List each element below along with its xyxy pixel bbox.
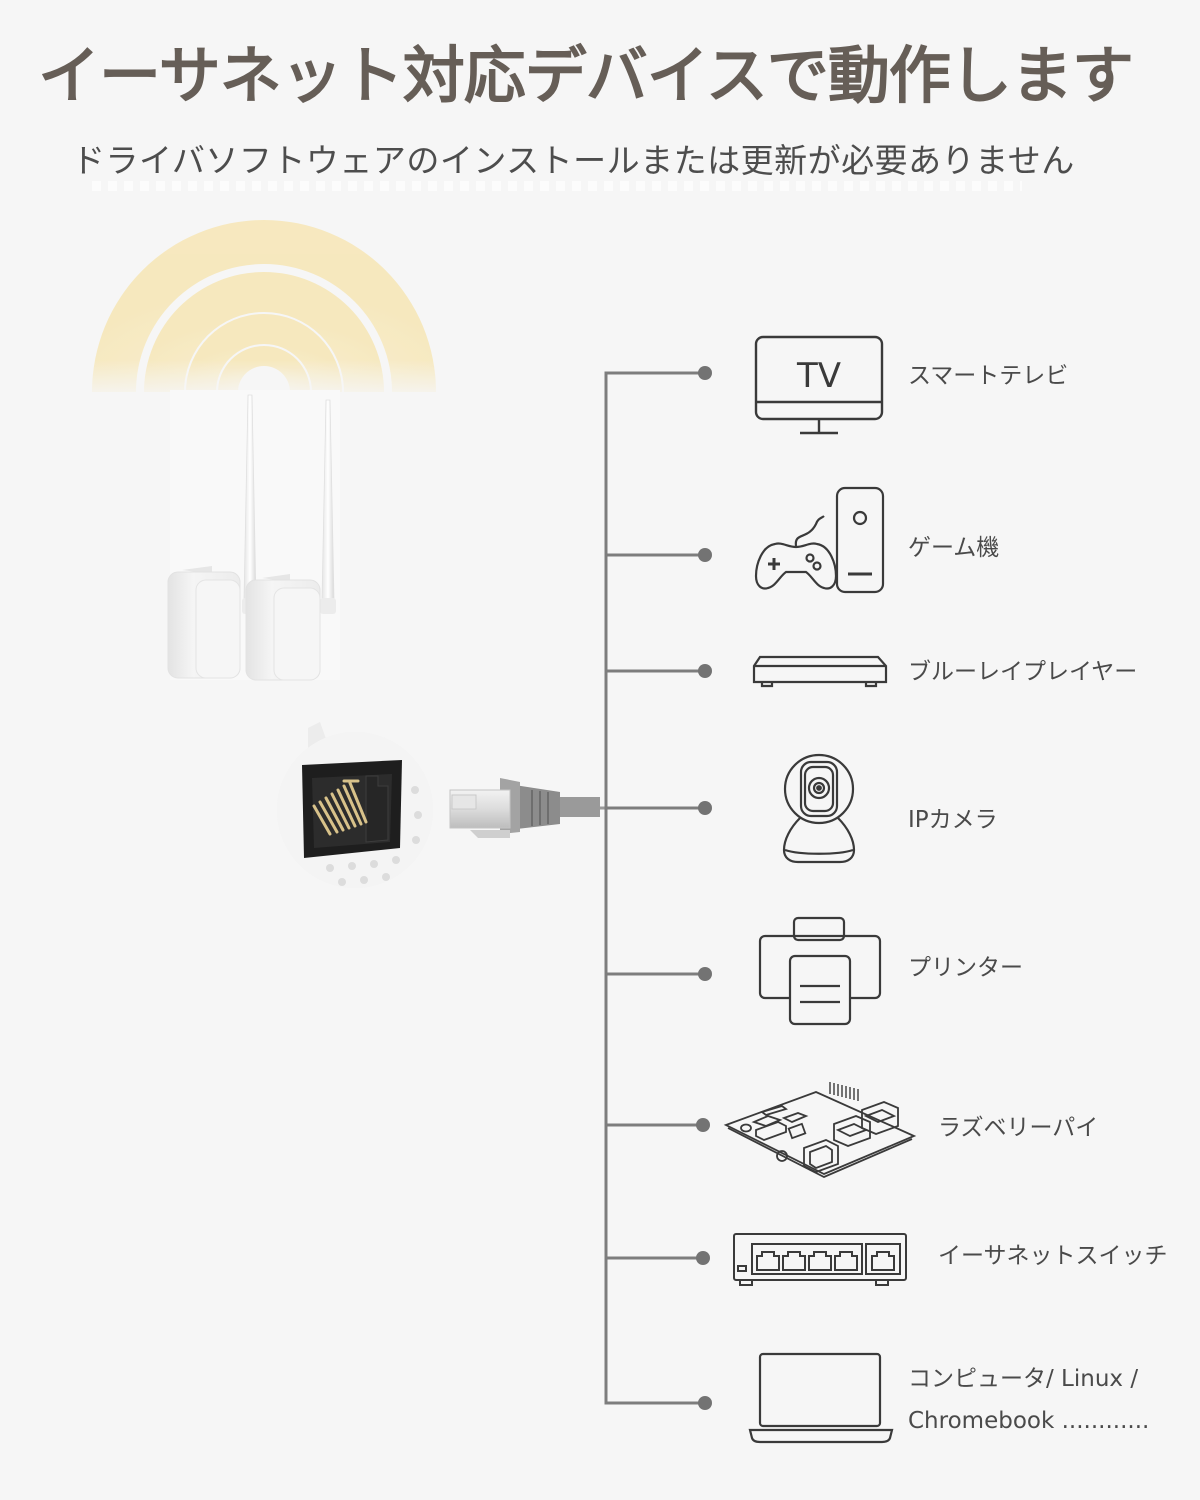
device-label-ethernet-switch: イーサネットスイッチ: [938, 1243, 1168, 1269]
page-title: イーサネット対応デバイスで動作します: [38, 39, 1134, 112]
connector-dot: [698, 1396, 712, 1410]
tv-icon: TV: [754, 335, 884, 435]
hero-illustration: [80, 220, 600, 888]
ethernet-cable-image: [449, 778, 600, 838]
connector-dot: [696, 1118, 710, 1132]
device-label-smart-tv: スマートテレビ: [908, 363, 1069, 389]
game-console-icon: [754, 486, 885, 594]
connector-dot: [696, 1251, 710, 1265]
connector-dot: [698, 366, 712, 380]
device-label-computer-line2: Chromebook ............: [908, 1408, 1150, 1434]
connector-dot: [698, 967, 712, 981]
powerline-adapter-image: [167, 390, 340, 681]
tv-icon-text: TV: [796, 356, 841, 396]
ip-camera-icon: [782, 753, 856, 864]
device-label-bluray-player: ブルーレイプレイヤー: [908, 659, 1138, 685]
connector-dot: [698, 664, 712, 678]
device-label-computer: コンピュータ/ Linux / Chromebook ............: [908, 1358, 1149, 1442]
laptop-icon: [748, 1352, 894, 1444]
connector-dot: [698, 548, 712, 562]
raspberry-pi-icon: [723, 1082, 917, 1178]
printer-icon: [758, 916, 882, 1026]
device-label-ip-camera: IPカメラ: [908, 807, 998, 833]
rj45-port-image: [277, 722, 433, 888]
ethernet-switch-icon: [733, 1233, 907, 1286]
device-label-raspberry-pi: ラズベリーパイ: [938, 1115, 1099, 1141]
bluray-player-icon: [752, 655, 888, 688]
device-label-printer: プリンター: [908, 955, 1023, 981]
connector-dot: [698, 801, 712, 815]
faded-text-artifact: [92, 181, 1022, 191]
page-subtitle: ドライバソフトウェアのインストールまたは更新が必要ありません: [72, 141, 1075, 180]
device-label-computer-line1: コンピュータ/ Linux /: [908, 1366, 1139, 1392]
wifi-signal-icon: [80, 220, 450, 400]
device-label-game-console: ゲーム機: [908, 535, 1000, 561]
